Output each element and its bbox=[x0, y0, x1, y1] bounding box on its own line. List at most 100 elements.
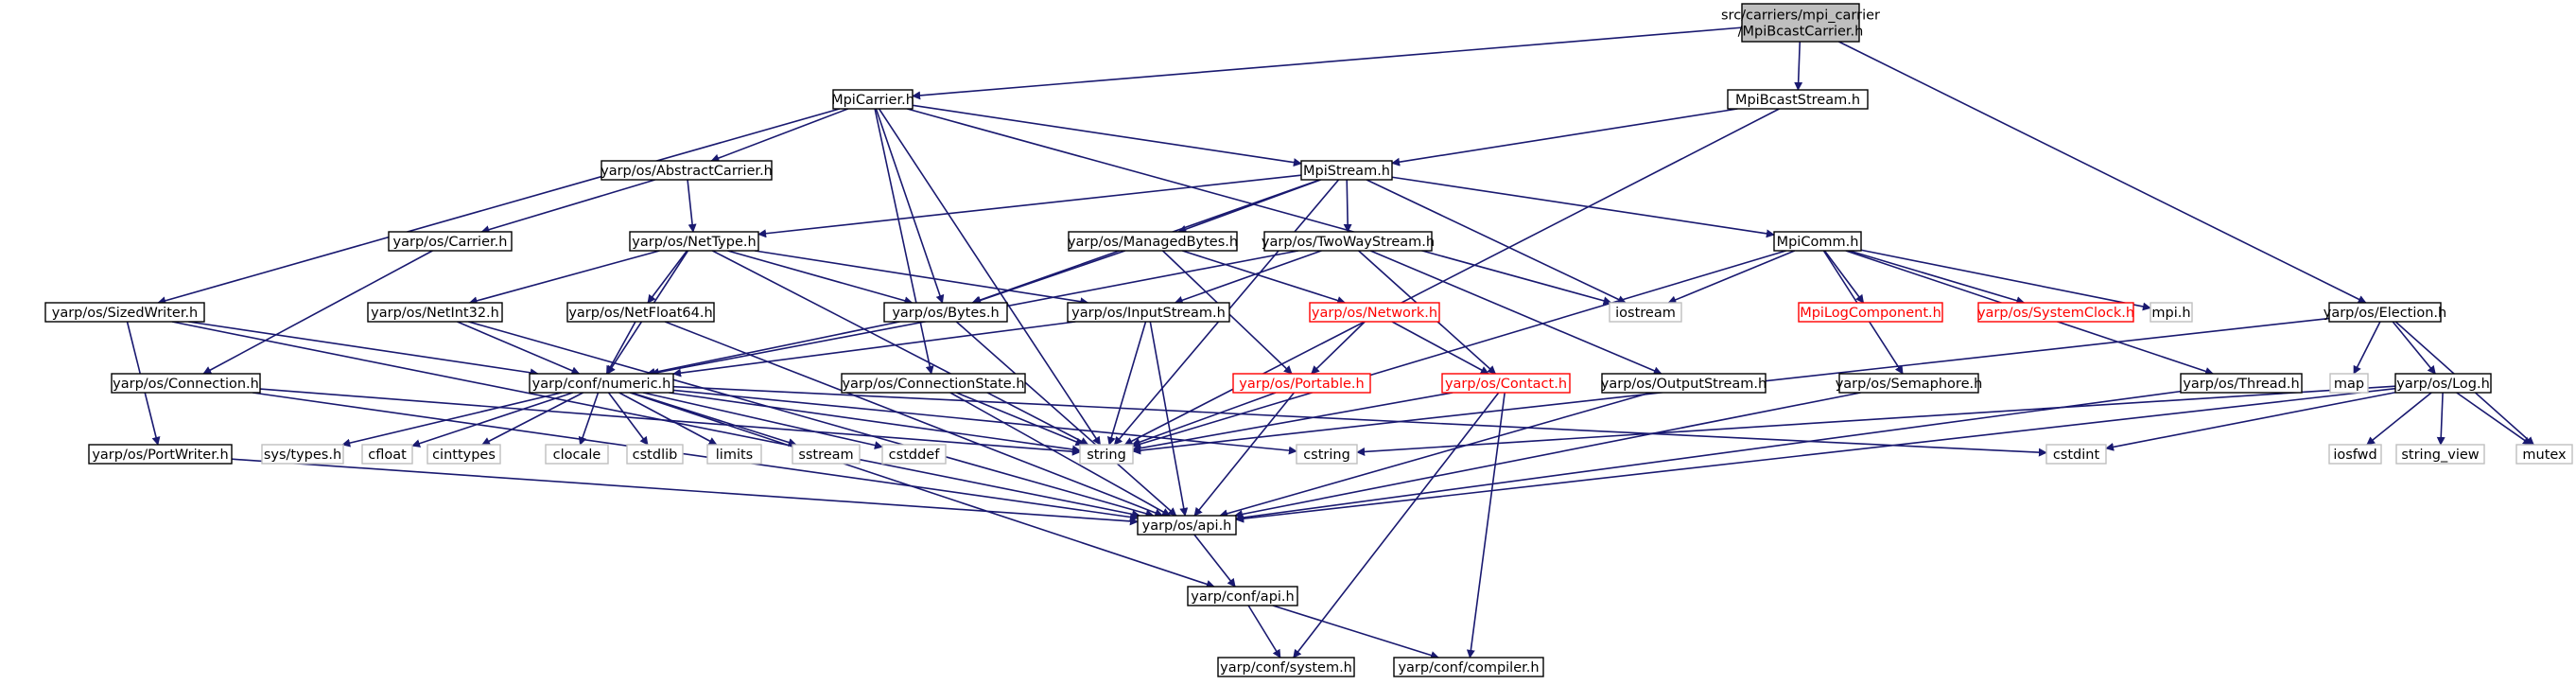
node-managedbytes[interactable]: yarp/os/ManagedBytes.h bbox=[1068, 231, 1238, 252]
node-mpi[interactable]: mpi.h bbox=[2150, 302, 2193, 323]
edge-mpicomm-to-mpilogcomponent bbox=[1823, 250, 1865, 304]
node-box bbox=[2395, 444, 2485, 465]
node-sstream[interactable]: sstream bbox=[792, 444, 861, 465]
edge-nettype-to-bytes bbox=[727, 250, 914, 306]
node-compiler[interactable]: yarp/conf/compiler.h bbox=[1393, 657, 1544, 677]
node-osapi[interactable]: yarp/os/api.h bbox=[1137, 515, 1237, 536]
edge-netint32-to-osapi bbox=[468, 321, 1155, 518]
edge-netint32-to-numeric bbox=[457, 321, 581, 375]
edge-thread-to-osapi bbox=[1235, 390, 2182, 522]
node-box bbox=[44, 302, 205, 323]
node-map[interactable]: map bbox=[2329, 373, 2369, 394]
edge-inputstream-to-numeric bbox=[672, 321, 1076, 378]
edge-nettype-to-netfloat64 bbox=[647, 250, 688, 304]
node-cstdint[interactable]: cstdint bbox=[2045, 444, 2107, 465]
node-box bbox=[1441, 373, 1571, 394]
node-mutex[interactable]: mutex bbox=[2515, 444, 2573, 465]
edge-connectionstate-to-osapi bbox=[949, 392, 1171, 517]
edge-mpistream-to-mpicomm bbox=[1391, 176, 1775, 238]
node-cstddef[interactable]: cstddef bbox=[881, 444, 947, 465]
node-connection[interactable]: yarp/os/Connection.h bbox=[111, 373, 261, 394]
edge-numeric-to-cstring bbox=[672, 389, 1297, 455]
node-netfloat64[interactable]: yarp/os/NetFloat64.h bbox=[566, 302, 715, 323]
node-label: yarp/os/InputStream.h bbox=[1071, 306, 1226, 321]
node-mpistream[interactable]: MpiStream.h bbox=[1300, 160, 1393, 181]
node-label: iostream bbox=[1615, 306, 1676, 321]
node-limits[interactable]: limits bbox=[706, 444, 762, 465]
node-label: yarp/os/Carrier.h bbox=[393, 235, 508, 250]
node-sizedwriter[interactable]: yarp/os/SizedWriter.h bbox=[44, 302, 205, 323]
node-box bbox=[1232, 373, 1371, 394]
edge-mpicomm-to-iostream bbox=[1667, 250, 1796, 305]
node-box bbox=[2328, 302, 2442, 323]
node-box bbox=[1296, 444, 1358, 465]
node-label: MpiStream.h bbox=[1303, 164, 1390, 179]
node-iosfwd[interactable]: iosfwd bbox=[2328, 444, 2382, 465]
edge-semaphore-to-osapi bbox=[1234, 392, 1861, 518]
node-string-view[interactable]: string_view bbox=[2395, 444, 2485, 465]
node-cstdlib[interactable]: cstdlib bbox=[626, 444, 684, 465]
node-cstring[interactable]: cstring bbox=[1296, 444, 1358, 465]
node-label: yarp/os/Thread.h bbox=[2183, 377, 2299, 392]
node-contact[interactable]: yarp/os/Contact.h bbox=[1441, 373, 1571, 394]
node-box bbox=[367, 302, 503, 323]
edge-abstractcarrier-to-carrier bbox=[480, 179, 655, 234]
node-label: yarp/os/OutputStream.h bbox=[1601, 377, 1767, 392]
edge-outputstream-to-osapi bbox=[1219, 392, 1651, 518]
edge-numeric-to-cstdlib bbox=[607, 392, 649, 446]
node-box bbox=[832, 89, 914, 110]
node-log[interactable]: yarp/os/Log.h bbox=[2394, 373, 2492, 394]
node-abstractcarrier[interactable]: yarp/os/AbstractCarrier.h bbox=[600, 160, 773, 181]
node-systypes[interactable]: sys/types.h bbox=[261, 444, 344, 465]
node-outputstream[interactable]: yarp/os/OutputStream.h bbox=[1601, 373, 1767, 394]
node-mpilogcomponent[interactable]: MpiLogComponent.h bbox=[1798, 302, 1943, 323]
edge-root-to-mpicarrier bbox=[912, 26, 1743, 100]
edge-network-to-portable bbox=[1311, 321, 1366, 375]
node-netint32[interactable]: yarp/os/NetInt32.h bbox=[367, 302, 503, 323]
node-bytes[interactable]: yarp/os/Bytes.h bbox=[883, 302, 1008, 323]
node-label: cstring bbox=[1303, 448, 1350, 463]
node-cfloat[interactable]: cfloat bbox=[361, 444, 413, 465]
node-election[interactable]: yarp/os/Election.h bbox=[2324, 302, 2447, 323]
node-box bbox=[2515, 444, 2573, 465]
node-box bbox=[600, 160, 773, 181]
node-cinttypes[interactable]: cinttypes bbox=[426, 444, 501, 465]
edge-nettype-to-netint32 bbox=[468, 250, 660, 306]
node-system[interactable]: yarp/conf/system.h bbox=[1217, 657, 1355, 677]
node-root[interactable]: src/carriers/mpi_carrier/MpiBcastCarrier… bbox=[1721, 3, 1880, 43]
edge-mpistream-to-twowaystream bbox=[1343, 179, 1352, 233]
node-semaphore[interactable]: yarp/os/Semaphore.h bbox=[1836, 373, 1983, 394]
node-numeric[interactable]: yarp/conf/numeric.h bbox=[529, 373, 674, 394]
node-mpicomm[interactable]: MpiComm.h bbox=[1773, 231, 1862, 252]
node-thread[interactable]: yarp/os/Thread.h bbox=[2180, 373, 2303, 394]
node-twowaystream[interactable]: yarp/os/TwoWayStream.h bbox=[1262, 231, 1435, 252]
node-box bbox=[1609, 302, 1682, 323]
edge-numeric-to-clocale bbox=[578, 392, 600, 446]
node-iostream[interactable]: iostream bbox=[1609, 302, 1682, 323]
node-label: iosfwd bbox=[2333, 448, 2376, 463]
node-nettype[interactable]: yarp/os/NetType.h bbox=[629, 231, 759, 252]
node-label: yarp/os/Election.h bbox=[2324, 306, 2447, 321]
node-confapi[interactable]: yarp/conf/api.h bbox=[1187, 586, 1298, 606]
edge-mpicarrier-to-mpistream bbox=[912, 104, 1302, 167]
node-clocale[interactable]: clocale bbox=[545, 444, 609, 465]
node-network[interactable]: yarp/os/Network.h bbox=[1309, 302, 1440, 323]
node-carrier[interactable]: yarp/os/Carrier.h bbox=[388, 231, 513, 252]
node-inputstream[interactable]: yarp/os/InputStream.h bbox=[1067, 302, 1230, 323]
node-box bbox=[881, 444, 947, 465]
node-box bbox=[1137, 515, 1237, 536]
node-portable[interactable]: yarp/os/Portable.h bbox=[1232, 373, 1371, 394]
node-label: string_view bbox=[2401, 448, 2479, 463]
edge-nettype-to-inputstream bbox=[754, 250, 1089, 307]
node-label: string bbox=[1087, 448, 1126, 463]
node-string[interactable]: string bbox=[1079, 444, 1134, 465]
node-portwriter[interactable]: yarp/os/PortWriter.h bbox=[88, 444, 233, 465]
node-mpicarrier[interactable]: MpiCarrier.h bbox=[831, 89, 914, 110]
edge-contact-to-string bbox=[1132, 392, 1453, 453]
node-label: map bbox=[2334, 377, 2364, 392]
node-connectionstate[interactable]: yarp/os/ConnectionState.h bbox=[841, 373, 1026, 394]
node-systemclock[interactable]: yarp/os/SystemClock.h bbox=[1977, 302, 2134, 323]
edge-mpibcaststream-to-string bbox=[1123, 108, 1780, 446]
edge-mpicarrier-to-iostream bbox=[907, 108, 1612, 306]
node-mpibcaststream[interactable]: MpiBcastStream.h bbox=[1727, 89, 1869, 110]
